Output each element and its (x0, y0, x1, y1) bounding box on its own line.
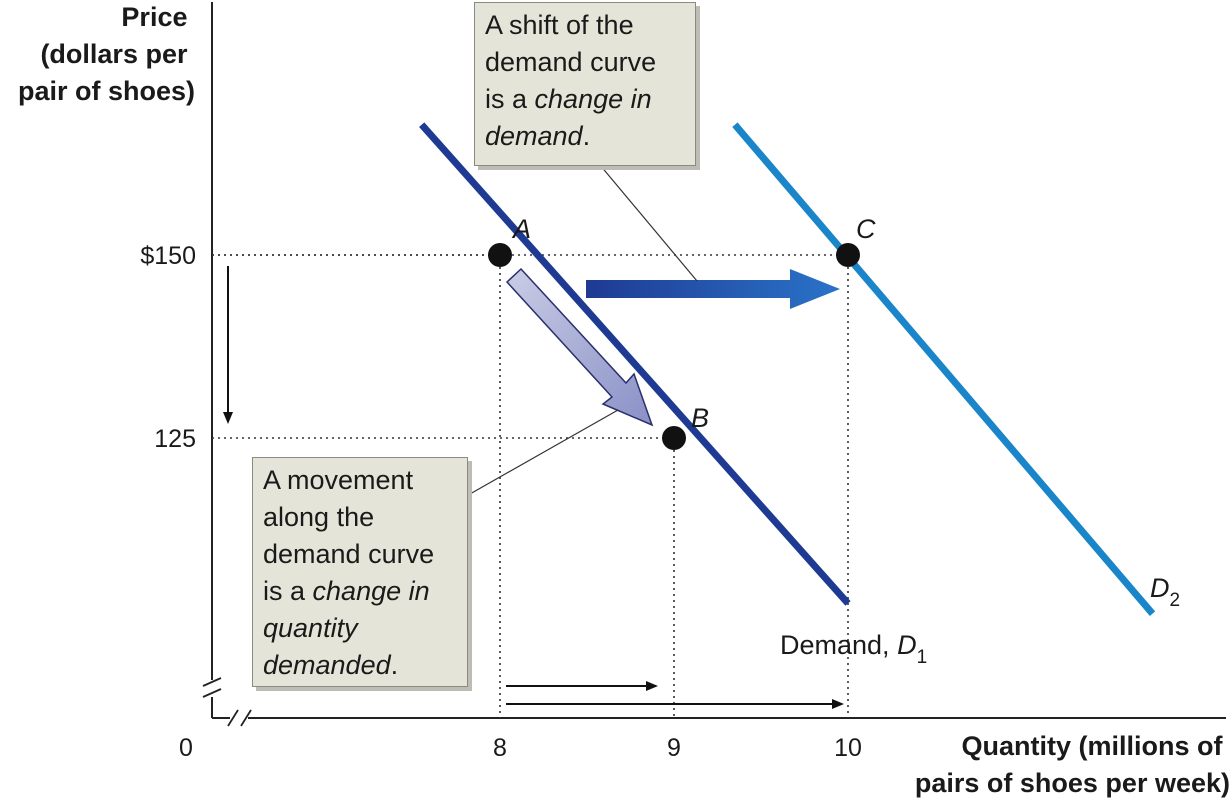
demand-curve-d2 (732, 122, 1156, 616)
demand-curves (419, 122, 1156, 616)
x-axis-title: Quantity (millions of pairs of shoes per… (915, 731, 1230, 798)
x-axis-title-line: pairs of shoes per week) (915, 768, 1230, 798)
shift-note-line: demand. (485, 118, 685, 155)
y-axis-title-line: Price (121, 2, 187, 32)
shift-note-leader (599, 164, 698, 282)
movement-along-curve-arrow (505, 267, 654, 427)
demand-curve-d1 (419, 122, 851, 606)
equilibrium-points: A B C (488, 214, 876, 450)
point-c (836, 243, 860, 267)
x-tick-label: 9 (667, 734, 681, 762)
movement-note-line: along the (263, 502, 375, 532)
point-label-c: C (856, 214, 876, 244)
y-axis-title-line: pair of shoes) (18, 76, 195, 106)
d2-label-sub: 2 (1170, 590, 1181, 611)
point-b (662, 426, 686, 450)
y-tick-label: 125 (154, 425, 196, 453)
y-tick-label: $150 (140, 242, 196, 270)
tick-labels: 0 8 9 10 $150 125 (140, 242, 862, 762)
x-tick-label: 10 (834, 734, 862, 762)
demand-shift-arrow (586, 269, 840, 309)
movement-note-leader (469, 409, 619, 495)
x-tick-label: 8 (493, 734, 507, 762)
d1-label: Demand, D1 (780, 630, 927, 668)
movement-note-line: demand curve (263, 539, 435, 569)
movement-note-line: quantity (263, 610, 457, 647)
shift-note-period: . (582, 121, 591, 151)
shift-note-line: is a change in (485, 81, 685, 118)
y-axis-title: Price (dollars per pair of shoes) (18, 2, 195, 106)
movement-note-line: A movement (263, 465, 414, 495)
y-axis-title-line: (dollars per (40, 39, 188, 69)
shift-note-line: demand curve (485, 47, 657, 77)
movement-note-line: demanded. (263, 647, 457, 684)
d1-label-sub: 1 (917, 647, 928, 668)
d1-label-italic: D (897, 630, 917, 660)
point-a (488, 243, 512, 267)
point-label-a: A (511, 214, 531, 244)
shift-note-line: A shift of the (485, 10, 634, 40)
movement-note: A movement along the demand curve is a c… (252, 457, 468, 687)
movement-note-emphasis: change in (312, 576, 430, 606)
shift-note-text: is a (485, 84, 535, 114)
shift-note: A shift of the demand curve is a change … (474, 2, 696, 166)
x-axis-title-line: Quantity (millions of (961, 731, 1223, 761)
d2-label-italic: D (1150, 573, 1170, 603)
movement-note-period: . (390, 650, 399, 680)
x-tick-label: 0 (179, 734, 193, 762)
x-axis-break-icon (227, 709, 252, 727)
dotted-guides (212, 254, 849, 718)
point-label-b: B (691, 403, 709, 433)
d2-label: D2 (1150, 573, 1180, 611)
movement-note-line: is a change in (263, 573, 457, 610)
movement-note-emphasis: quantity (263, 613, 358, 643)
d1-label-main: Demand, (780, 630, 897, 660)
movement-note-text: is a (263, 576, 313, 606)
movement-note-emphasis: demanded (263, 650, 391, 680)
y-axis-break-icon (202, 677, 222, 698)
shift-note-emphasis: change in (534, 84, 652, 114)
shift-note-emphasis: demand (485, 121, 583, 151)
